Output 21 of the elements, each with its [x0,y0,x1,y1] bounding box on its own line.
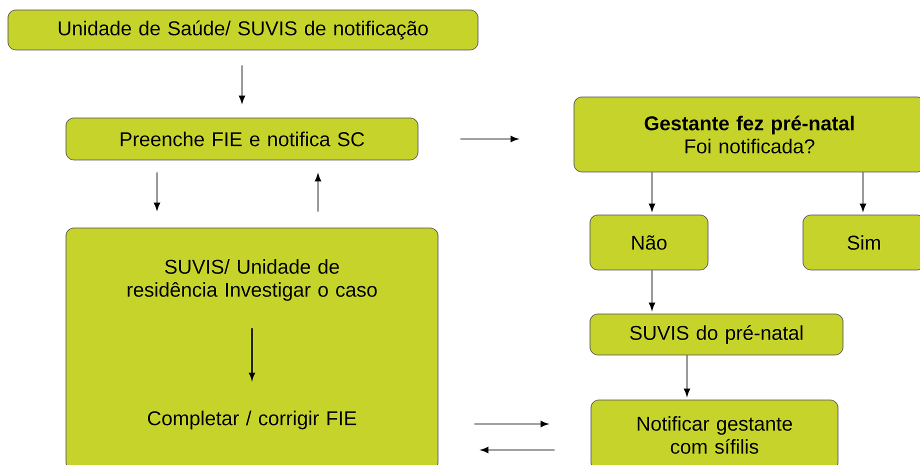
arrow [474,420,548,428]
arrow [154,172,160,210]
arrow [860,172,866,212]
process-box: Não [590,214,708,270]
arrow [238,65,246,104]
process-box: SUVIS do pré-natal [590,314,844,356]
process-box: Notificar gestante com sífilis [590,400,838,465]
arrow [648,270,656,310]
process-box: Gestante fez pré-natal Foi notificada? [574,96,920,172]
process-panel [66,228,438,465]
arrow [460,136,518,142]
arrow [648,172,656,212]
arrow [249,328,255,380]
process-box: Preenche FIE e notifica SC [66,118,418,160]
arrow [480,446,555,454]
arrow [314,174,322,212]
step-text: SUVIS/ Unidade de residência Investigar o caso [128,259,377,301]
process-box: Sim [802,214,920,270]
step-text: Completar / corrigir FIE [148,410,356,430]
process-box: Unidade de Saúde/ SUVIS de notificação [8,10,478,50]
arrow [684,355,690,396]
